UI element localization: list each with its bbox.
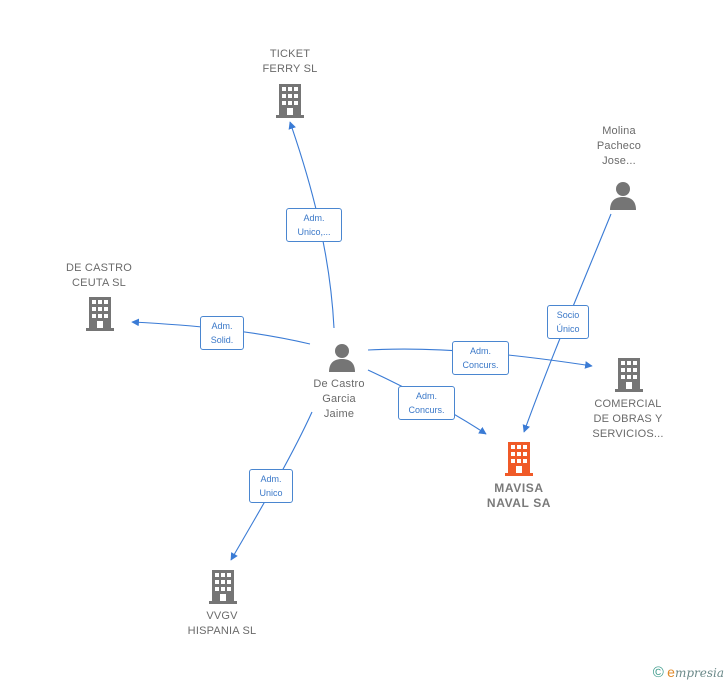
empresia-logo-text: mpresia — [674, 666, 724, 680]
node-label-ticket-ferry[interactable]: TICKET FERRY SL — [262, 48, 318, 75]
building-icon-mavisa[interactable] — [505, 442, 533, 481]
node-label-de-castro-ceuta[interactable]: DE CASTRO CEUTA SL — [66, 262, 132, 289]
empresia-footer[interactable]: © empresia — [653, 664, 724, 681]
edge-label-adm-concurs-mavisa[interactable]: Adm. Concurs. — [398, 386, 455, 420]
person-icon-molina[interactable] — [608, 180, 638, 215]
edge-label-adm-unico-ticket[interactable]: Adm. Unico,... — [286, 208, 342, 242]
node-label-vvgv[interactable]: VVGV HISPANIA SL — [187, 610, 257, 637]
node-label-molina[interactable]: Molina Pacheco Jose... — [596, 125, 642, 167]
node-label-de-castro-garcia[interactable]: De Castro Garcia Jaime — [313, 378, 365, 420]
building-icon-vvgv[interactable] — [209, 570, 237, 609]
node-label-mavisa[interactable]: MAVISA NAVAL SA — [486, 481, 552, 510]
edge-label-adm-unico-vvgv[interactable]: Adm. Unico — [249, 469, 293, 503]
building-icon-ticket-ferry[interactable] — [276, 84, 304, 123]
empresia-logo-initial: e — [667, 664, 675, 680]
building-icon-de-castro-ceuta[interactable] — [86, 297, 114, 336]
person-icon-de-castro-garcia[interactable] — [327, 342, 357, 377]
copyright-icon: © — [652, 664, 664, 681]
edge-label-adm-solid[interactable]: Adm. Solid. — [200, 316, 244, 350]
building-icon-comercial[interactable] — [615, 358, 643, 397]
edge-label-adm-concurs-comercial[interactable]: Adm. Concurs. — [452, 341, 509, 375]
node-label-comercial[interactable]: COMERCIAL DE OBRAS Y SERVICIOS... — [592, 398, 664, 440]
edge-label-socio-unico[interactable]: Socio Único — [547, 305, 589, 339]
